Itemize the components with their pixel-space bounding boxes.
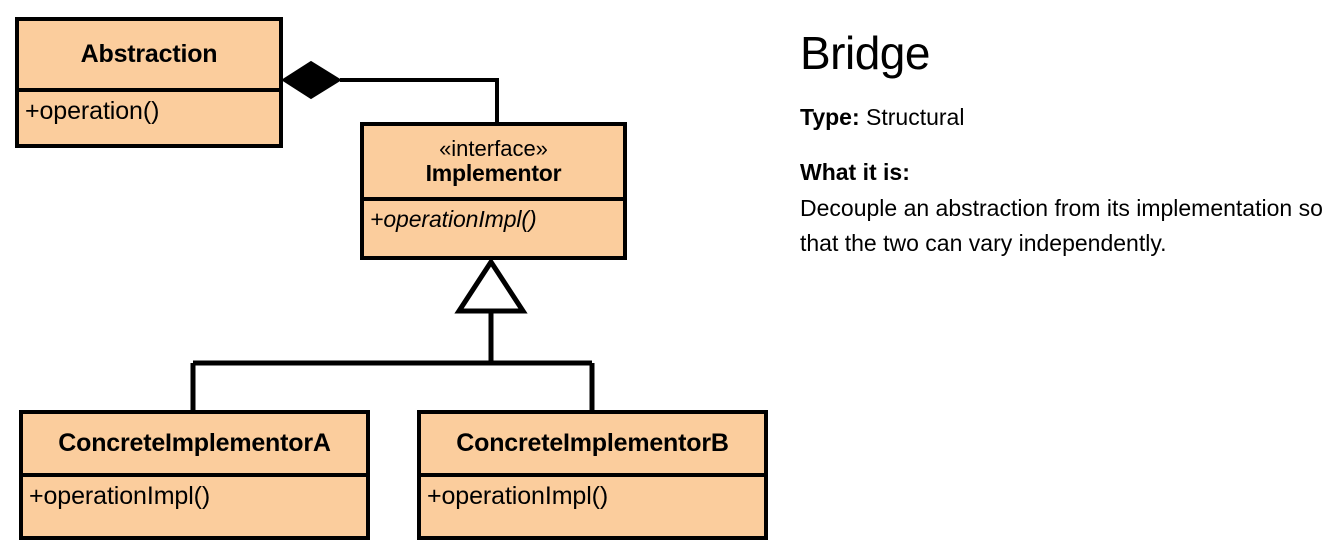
composition-line [340, 78, 499, 122]
pattern-title: Bridge [800, 27, 930, 79]
pattern-type-row: Type: Structural [800, 102, 1328, 133]
class-divider [421, 473, 764, 477]
class-members-implementor: +operationImpl() [364, 201, 623, 256]
class-header-concrete-implementor-b: ConcreteImplementorB [421, 414, 764, 473]
class-name-concrete-implementor-b: ConcreteImplementorB [456, 429, 729, 457]
class-name-concrete-implementor-a: ConcreteImplementorA [58, 429, 331, 457]
generalization-connector-tree [190, 257, 595, 410]
class-member: +operation() [25, 97, 160, 125]
uml-class-concrete-implementor-a[interactable]: ConcreteImplementorA +operationImpl() [19, 410, 370, 540]
uml-class-abstraction[interactable]: Abstraction +operation() [15, 17, 283, 148]
class-member: +operationImpl() [427, 482, 609, 510]
class-header-implementor: «interface» Implementor [364, 126, 623, 197]
class-members-concrete-implementor-b: +operationImpl() [421, 477, 764, 536]
class-divider [364, 197, 623, 201]
class-name-implementor: Implementor [425, 159, 562, 186]
pattern-description-block: What it is: Decouple an abstraction from… [800, 155, 1328, 262]
uml-class-implementor[interactable]: «interface» Implementor +operationImpl() [360, 122, 627, 260]
class-members-concrete-implementor-a: +operationImpl() [23, 477, 366, 536]
class-members-abstraction: +operation() [19, 92, 279, 144]
pattern-type-value: Structural [866, 104, 965, 130]
class-header-abstraction: Abstraction [19, 21, 279, 88]
filled-diamond-marker [281, 60, 342, 100]
uml-class-concrete-implementor-b[interactable]: ConcreteImplementorB +operationImpl() [417, 410, 768, 540]
class-member: +operationImpl() [29, 482, 211, 510]
pattern-description-heading: What it is: [800, 159, 910, 186]
composition-connector-abstraction-implementor [281, 60, 499, 122]
class-member: +operationImpl() [370, 206, 537, 232]
class-name-abstraction: Abstraction [80, 40, 218, 68]
class-stereotype-implementor: «interface» [439, 136, 548, 162]
class-header-concrete-implementor-a: ConcreteImplementorA [23, 414, 366, 473]
hollow-triangle-marker [454, 257, 528, 314]
pattern-type-label: Type: [800, 104, 860, 130]
class-divider [19, 88, 279, 92]
pattern-info-panel: Bridge Type: Structural What it is: Deco… [800, 30, 1328, 262]
class-divider [23, 473, 366, 477]
pattern-description-text: Decouple an abstraction from its impleme… [800, 194, 1323, 257]
